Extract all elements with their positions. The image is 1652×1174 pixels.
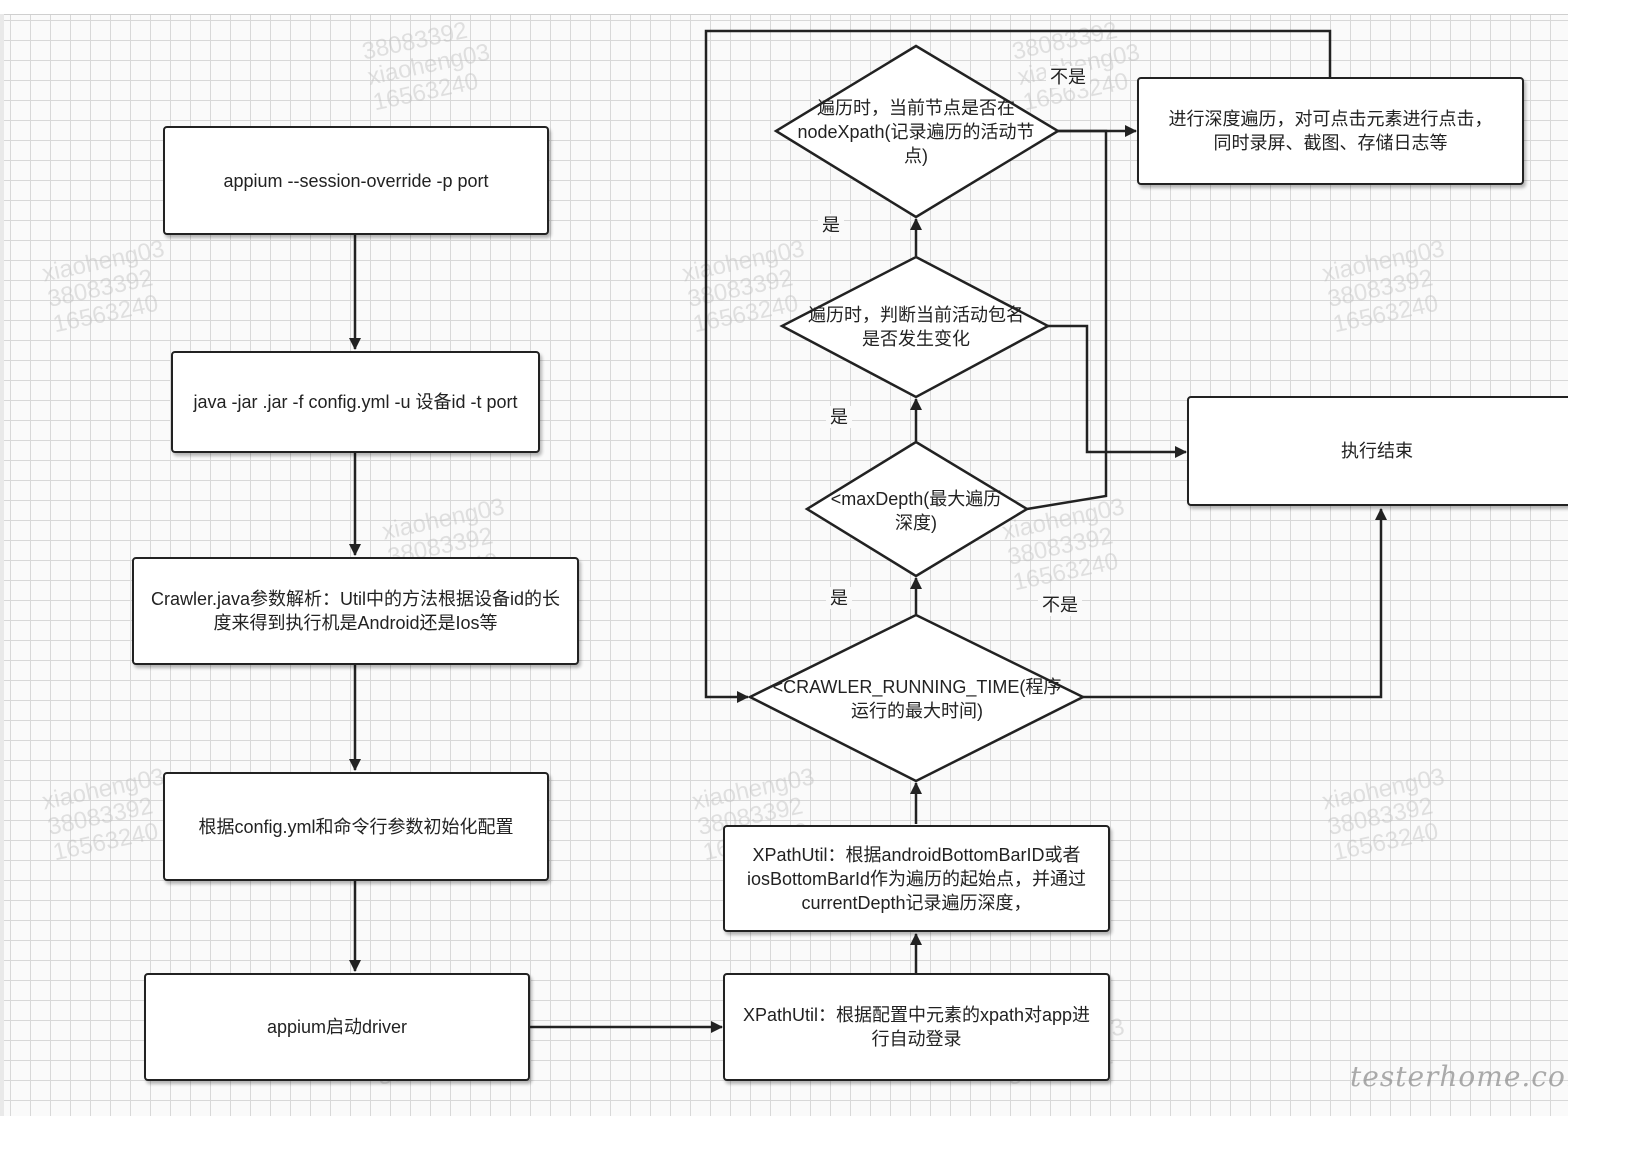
left-edge-strip	[0, 14, 4, 1116]
edge-label-yes: 是	[818, 214, 844, 236]
node-max-depth-label: <maxDepth(最大遍历深度)	[830, 489, 1002, 533]
node-deep-traverse-label: 进行深度遍历，对可点击元素进行点击，同时录屏、截图、存储日志等	[1168, 109, 1493, 153]
node-crawler-parse-label: Crawler.java参数解析：Util中的方法根据设备id的长度来得到执行机…	[150, 589, 561, 633]
node-auto-login-label: XPathUtil：根据配置中元素的xpath对app进行自动登录	[742, 1005, 1091, 1049]
diamond-node-xpath	[773, 44, 1061, 219]
node-start-point-label: XPathUtil：根据androidBottomBarID或者iosBotto…	[746, 844, 1087, 913]
edge-label-yes: 是	[826, 406, 852, 428]
node-node-xpath-label-box: 遍历时，当前节点是否在nodeXpath(记录遍历的活动节点)	[786, 96, 1046, 168]
node-java-jar: java -jar .jar -f config.yml -u 设备id -t …	[171, 351, 540, 453]
node-deep-traverse: 进行深度遍历，对可点击元素进行点击，同时录屏、截图、存储日志等	[1137, 77, 1524, 185]
diamond-running-time	[747, 613, 1086, 783]
node-package-change-label: 遍历时，判断当前活动包名是否发生变化	[808, 305, 1024, 349]
edge-label-yes: 是	[826, 587, 852, 609]
testerhome-watermark-logo: testerhome.com	[1350, 1060, 1568, 1093]
node-start-point: XPathUtil：根据androidBottomBarID或者iosBotto…	[723, 825, 1110, 932]
arrow-package-to-end	[1048, 324, 1187, 458]
diamond-max-depth	[804, 440, 1030, 578]
connector-layer	[349, 29, 1387, 1033]
flowchart-canvas: 38083392 xiaoheng03 16563240 38083392 xi…	[0, 0, 1568, 1116]
node-end-label: 执行结束	[1341, 441, 1413, 461]
arrow-runtime-to-end	[1083, 508, 1387, 699]
node-appium-command-label: appium --session-override -p port	[223, 170, 489, 191]
node-init-config-label: 根据config.yml和命令行参数初始化配置	[198, 816, 514, 837]
arrow-deep-loop-back	[704, 29, 1332, 703]
node-crawler-parse: Crawler.java参数解析：Util中的方法根据设备id的长度来得到执行机…	[132, 557, 579, 665]
node-max-depth-label-box: <maxDepth(最大遍历深度)	[826, 486, 1006, 536]
node-appium-command: appium --session-override -p port	[163, 126, 549, 235]
node-running-time-label-box: <CRAWLER_RUNNING_TIME(程序运行的最大时间)	[762, 674, 1072, 724]
node-init-config: 根据config.yml和命令行参数初始化配置	[163, 772, 549, 881]
edge-label-no: 不是	[1046, 66, 1090, 88]
node-running-time-label: <CRAWLER_RUNNING_TIME(程序运行的最大时间)	[772, 677, 1062, 721]
line-maxdepth-to-end	[1026, 452, 1108, 511]
node-auto-login: XPathUtil：根据配置中元素的xpath对app进行自动登录	[723, 973, 1110, 1081]
node-package-change-label-box: 遍历时，判断当前活动包名是否发生变化	[796, 302, 1036, 352]
node-appium-driver-label: appium启动driver	[266, 1017, 408, 1037]
diamond-package-change	[779, 255, 1051, 399]
top-edge-strip	[0, 0, 1568, 15]
node-node-xpath-label: 遍历时，当前节点是否在nodeXpath(记录遍历的活动节点)	[797, 98, 1035, 166]
node-end: 执行结束	[1187, 396, 1568, 506]
line-nodexpath-to-end	[1058, 129, 1108, 452]
node-java-jar-label: java -jar .jar -f config.yml -u 设备id -t …	[193, 392, 518, 412]
edge-label-no: 不是	[1038, 594, 1082, 616]
node-appium-driver: appium启动driver	[144, 973, 530, 1081]
